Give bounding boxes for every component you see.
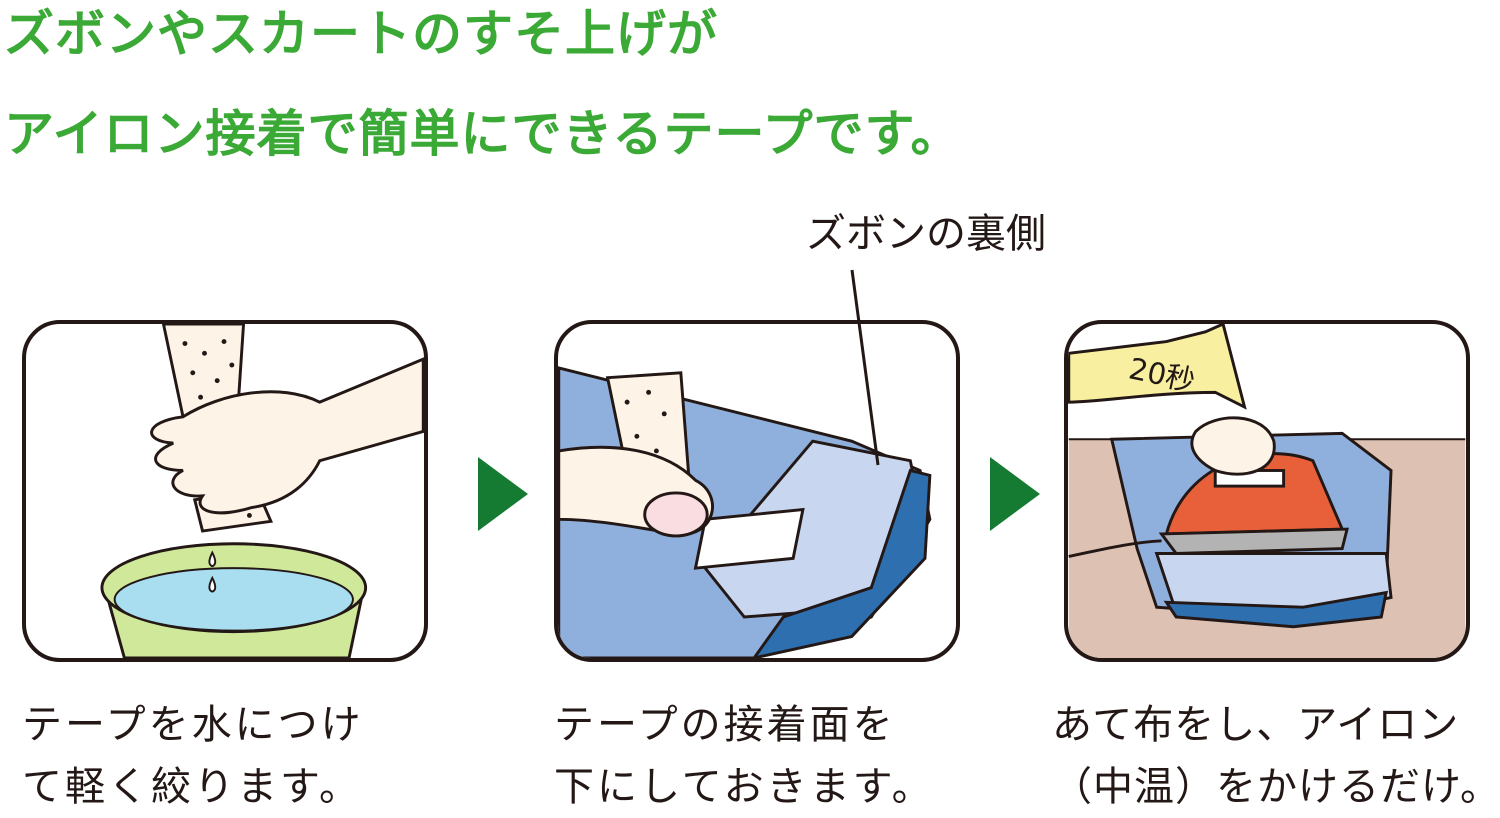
step-arrow-icon: [478, 457, 528, 531]
step-2-caption: テープの接着面を 下にしておきます。: [554, 694, 935, 818]
step-1-caption-line-2: て軽く絞ります。: [22, 764, 362, 810]
step-1-caption: テープを水につけ て軽く絞ります。: [22, 694, 364, 818]
step-1-illustration: [22, 320, 428, 662]
ironing-illustration: 20秒: [1068, 324, 1466, 658]
step-2-illustration: [554, 320, 960, 662]
step-1-caption-line-1: テープを水につけ: [22, 702, 364, 748]
step-3-caption-line-1: あて布をし、アイロン: [1052, 702, 1460, 748]
step-arrow-icon: [990, 457, 1040, 531]
tape-on-trouser-illustration: [558, 366, 932, 658]
callout-label: ズボンの裏側: [806, 211, 1046, 257]
headline-line-1: ズボンやスカートのすそ上げが: [4, 5, 718, 63]
wringing-tape-illustration: [100, 324, 424, 658]
step-2-caption-line-2: 下にしておきます。: [554, 764, 935, 810]
step-3-illustration: 20秒: [1064, 320, 1470, 662]
step-2-caption-line-1: テープの接着面を: [554, 702, 896, 748]
headline-line-2: アイロン接着で簡単にできるテープです。: [4, 105, 962, 163]
step-3-caption: あて布をし、アイロン （中温）をかけるだけ。: [1052, 694, 1500, 818]
step-3-caption-line-2: （中温）をかけるだけ。: [1052, 764, 1500, 810]
